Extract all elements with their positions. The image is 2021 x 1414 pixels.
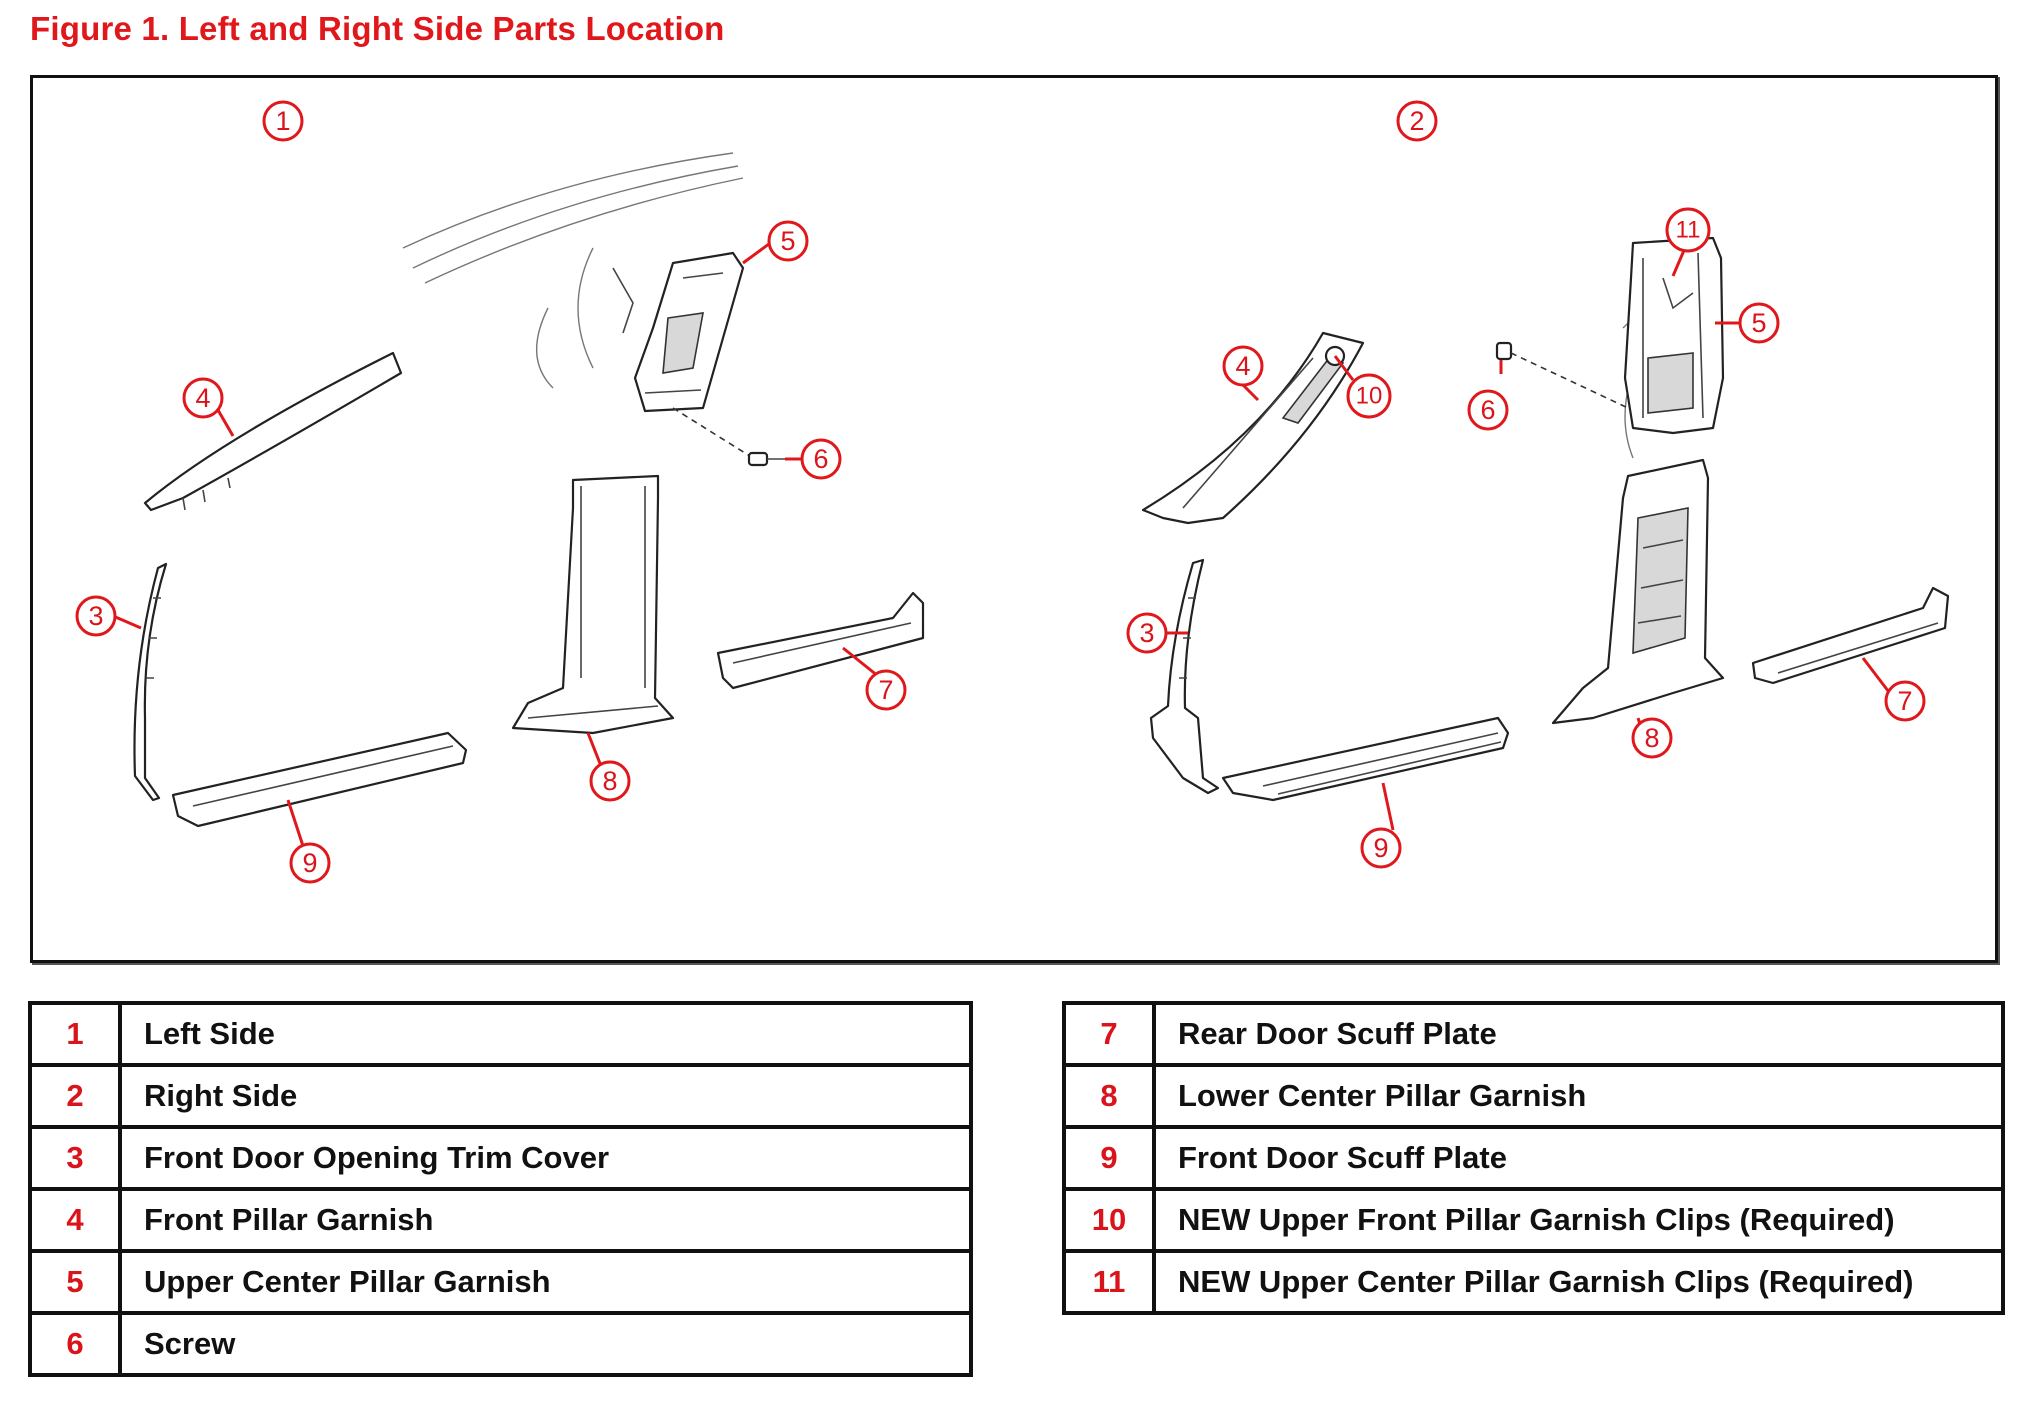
callout-6-right: 6: [1467, 389, 1509, 431]
svg-text:1: 1: [275, 106, 290, 136]
legend-number: 3: [28, 1125, 122, 1191]
svg-text:4: 4: [1235, 351, 1250, 381]
svg-text:9: 9: [1373, 833, 1388, 863]
callout-5-left: 5: [767, 220, 809, 262]
callout-8-right: 8: [1631, 717, 1673, 759]
legend-number: 2: [28, 1063, 122, 1129]
legend-label: Rear Door Scuff Plate: [1152, 1001, 2005, 1067]
svg-text:7: 7: [1897, 686, 1912, 716]
callout-10-right: 10: [1346, 373, 1392, 419]
left-rear-door-scuff-plate: [716, 591, 925, 690]
legend-label: Screw: [118, 1311, 973, 1377]
left-front-pillar-garnish: [143, 351, 403, 512]
legend-label: Front Door Scuff Plate: [1152, 1125, 2005, 1191]
right-front-door-opening-trim-cover: [1149, 558, 1220, 795]
callout-2: 2: [1396, 100, 1438, 142]
callout-5-right: 5: [1738, 302, 1780, 344]
right-upper-center-pillar-garnish: [1623, 236, 1743, 435]
right-lower-center-pillar-garnish: [1551, 458, 1725, 759]
svg-text:2: 2: [1409, 106, 1424, 136]
callout-3-right: 3: [1126, 612, 1168, 654]
svg-text:9: 9: [302, 848, 317, 878]
legend-number: 1: [28, 1001, 122, 1067]
left-lower-center-pillar-garnish: [511, 474, 675, 767]
svg-text:11: 11: [1676, 217, 1701, 244]
callout-7-left: 7: [865, 669, 907, 711]
parts-illustration: 1 2 3 4 5 6 7 8 9 3 4 10 11 5 6 7 8 9: [75, 100, 1950, 884]
svg-text:10: 10: [1356, 383, 1383, 410]
svg-text:6: 6: [1480, 395, 1495, 425]
callout-11-right: 11: [1665, 207, 1711, 253]
legend-number: 7: [1062, 1001, 1156, 1067]
legend-label: Front Door Opening Trim Cover: [118, 1125, 973, 1191]
callout-4-right: 4: [1222, 345, 1264, 387]
figure-title: Figure 1. Left and Right Side Parts Loca…: [30, 10, 725, 47]
svg-text:3: 3: [88, 601, 103, 631]
legend-label: NEW Upper Front Pillar Garnish Clips (Re…: [1152, 1187, 2005, 1253]
svg-text:4: 4: [195, 383, 210, 413]
left-front-door-scuff-plate: [171, 731, 468, 847]
svg-text:3: 3: [1139, 618, 1154, 648]
svg-text:8: 8: [1644, 723, 1659, 753]
right-screw: [1495, 341, 1629, 409]
legend-label: Lower Center Pillar Garnish: [1152, 1063, 2005, 1129]
legend-number: 11: [1062, 1249, 1156, 1315]
legend-number: 5: [28, 1249, 122, 1315]
legend-number: 8: [1062, 1063, 1156, 1129]
callout-3-left: 3: [75, 595, 117, 637]
right-front-pillar-garnish: [1141, 331, 1365, 525]
callout-9-left: 9: [289, 842, 331, 884]
svg-text:7: 7: [878, 675, 893, 705]
left-front-door-opening-trim-cover: [112, 562, 168, 802]
legend-number: 10: [1062, 1187, 1156, 1253]
callout-6-left: 6: [800, 438, 842, 480]
left-upper-center-pillar-garnish: [612, 239, 774, 413]
callout-4-left: 4: [182, 377, 224, 419]
left-body-outline: [402, 152, 744, 389]
callout-8-left: 8: [589, 760, 631, 802]
legend-label: Left Side: [118, 1001, 973, 1067]
parts-diagram: 1 2 3 4 5 6 7 8 9 3 4 10 11 5 6 7 8 9: [30, 75, 1998, 963]
legend-label: NEW Upper Center Pillar Garnish Clips (R…: [1152, 1249, 2005, 1315]
legend-number: 6: [28, 1311, 122, 1377]
svg-text:5: 5: [1751, 308, 1766, 338]
legend-number: 4: [28, 1187, 122, 1253]
right-front-door-scuff-plate: [1221, 716, 1510, 831]
left-screw: [672, 407, 803, 467]
legend-label: Front Pillar Garnish: [118, 1187, 973, 1253]
right-rear-door-scuff-plate: [1751, 586, 1950, 701]
svg-text:6: 6: [813, 444, 828, 474]
legend-label: Upper Center Pillar Garnish: [118, 1249, 973, 1315]
callout-1: 1: [262, 100, 304, 142]
callout-7-right: 7: [1884, 680, 1926, 722]
legend-number: 9: [1062, 1125, 1156, 1191]
callout-9-right: 9: [1360, 827, 1402, 869]
svg-text:8: 8: [602, 766, 617, 796]
legend-label: Right Side: [118, 1063, 973, 1129]
svg-text:5: 5: [780, 226, 795, 256]
